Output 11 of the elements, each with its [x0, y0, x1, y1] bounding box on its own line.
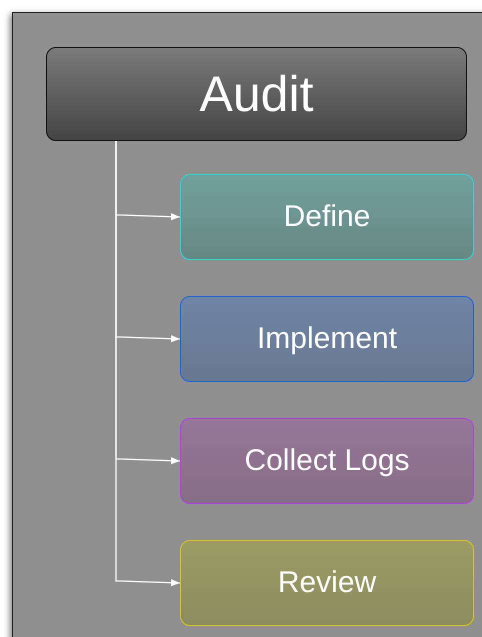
step-box	[180, 418, 474, 504]
node-label: Collect Logs	[244, 444, 410, 478]
node-label: Review	[278, 566, 376, 600]
node-label: Implement	[256, 322, 398, 356]
step-box	[180, 174, 474, 260]
step-box	[180, 296, 474, 382]
connector-arrow	[115, 141, 180, 586]
step-box	[180, 540, 474, 626]
node-label: Audit	[200, 65, 314, 123]
node-label: Define	[284, 200, 370, 234]
root-box	[46, 47, 467, 141]
